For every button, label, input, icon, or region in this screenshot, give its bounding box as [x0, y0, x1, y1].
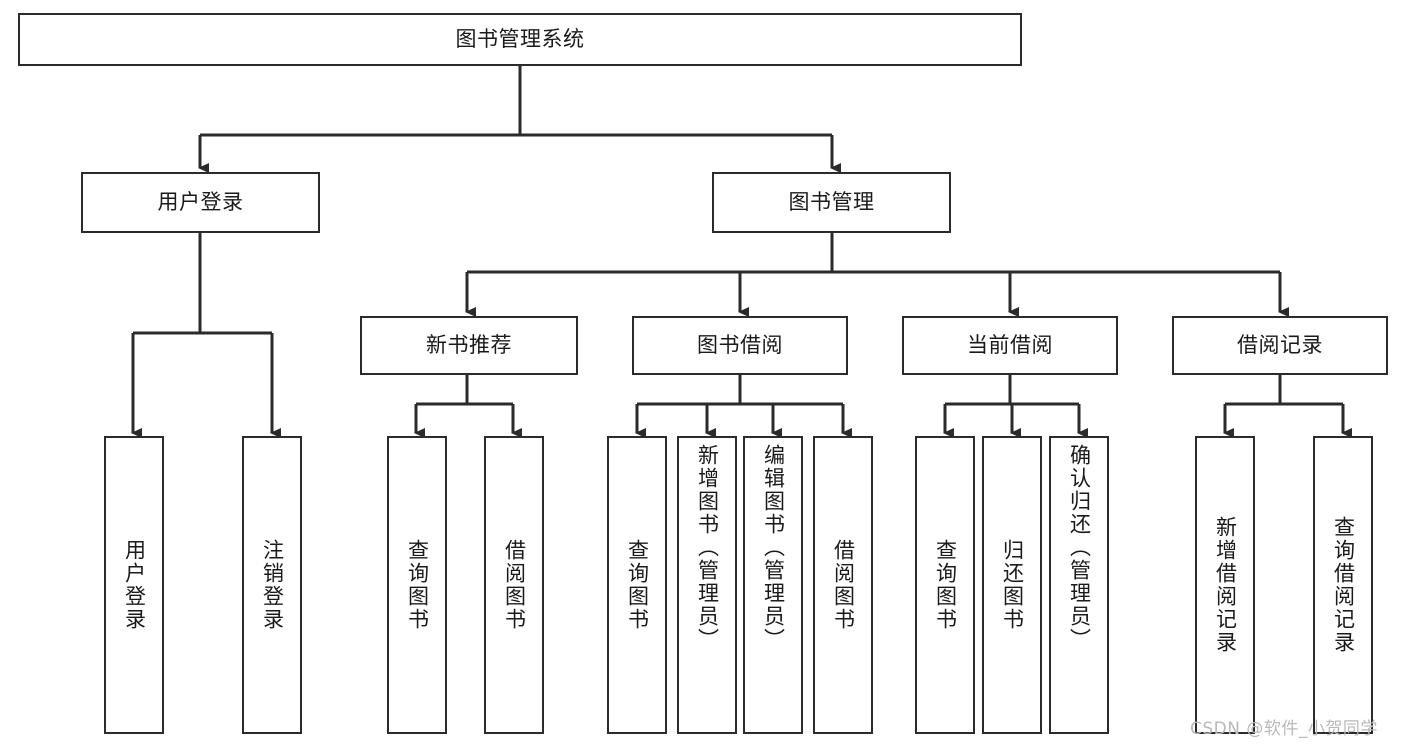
node-label: 用户登录	[122, 539, 147, 631]
node-label: 图书管理系统	[455, 27, 585, 52]
node-label: 借阅图书	[831, 539, 856, 631]
node-book-borrow[interactable]: 图书借阅	[632, 316, 848, 375]
node-label: 查询图书	[625, 539, 650, 631]
leaf-query-book-recommend[interactable]: 查询图书	[387, 436, 447, 734]
node-user-login[interactable]: 用户登录	[81, 172, 320, 233]
node-borrow-record[interactable]: 借阅记录	[1172, 316, 1388, 375]
node-label: 当前借阅	[967, 333, 1053, 358]
node-book-management-system[interactable]: 图书管理系统	[18, 13, 1022, 66]
leaf-add-book-admin[interactable]: 新增图书（管理员）	[677, 436, 737, 734]
node-book-manage[interactable]: 图书管理	[712, 172, 951, 233]
node-label: 图书借阅	[697, 333, 783, 358]
node-label: 查询借阅记录	[1331, 516, 1356, 654]
node-new-book-recommend[interactable]: 新书推荐	[360, 316, 578, 375]
node-label: 确认归还（管理员）	[1067, 444, 1092, 651]
leaf-add-borrow-record[interactable]: 新增借阅记录	[1195, 436, 1255, 734]
leaf-query-book-borrow[interactable]: 查询图书	[607, 436, 667, 734]
node-label: 图书管理	[788, 190, 875, 215]
leaf-logout-login[interactable]: 注销登录	[242, 436, 302, 734]
node-label: 用户登录	[157, 190, 244, 215]
csdn-watermark: CSDN @软件_小贺同学	[1190, 719, 1378, 739]
node-label: 新书推荐	[426, 333, 512, 358]
leaf-borrow-book-borrow[interactable]: 借阅图书	[813, 436, 873, 734]
node-current-borrow[interactable]: 当前借阅	[902, 316, 1118, 375]
node-label: 注销登录	[260, 539, 285, 631]
leaf-confirm-return-admin[interactable]: 确认归还（管理员）	[1049, 436, 1109, 734]
leaf-user-login[interactable]: 用户登录	[104, 436, 164, 734]
node-label: 查询图书	[933, 539, 958, 631]
leaf-edit-book-admin[interactable]: 编辑图书（管理员）	[743, 436, 803, 734]
node-label: 借阅图书	[502, 539, 527, 631]
leaf-query-book-current[interactable]: 查询图书	[915, 436, 975, 734]
node-label: 编辑图书（管理员）	[761, 444, 786, 651]
node-label: 新增借阅记录	[1213, 516, 1238, 654]
node-label: 借阅记录	[1237, 333, 1323, 358]
leaf-return-book[interactable]: 归还图书	[982, 436, 1042, 734]
node-label: 归还图书	[1000, 539, 1025, 631]
leaf-borrow-book-recommend[interactable]: 借阅图书	[484, 436, 544, 734]
leaf-query-borrow-record[interactable]: 查询借阅记录	[1313, 436, 1373, 734]
node-label: 查询图书	[405, 539, 430, 631]
node-label: 新增图书（管理员）	[695, 444, 720, 651]
